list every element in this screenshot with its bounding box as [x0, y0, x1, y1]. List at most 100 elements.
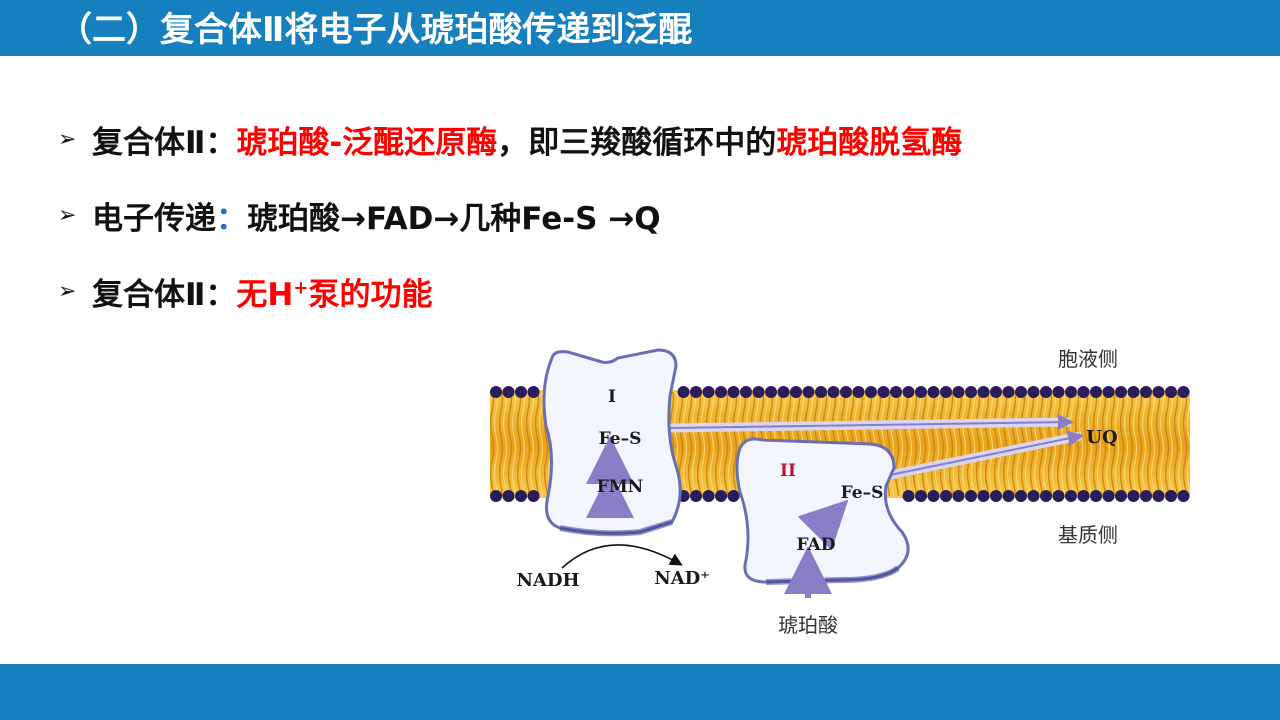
- bullet-label: 复合体Ⅱ：: [92, 124, 237, 161]
- lipid-head: [865, 386, 877, 398]
- lipid-head: [1040, 490, 1052, 502]
- lipid-head: [502, 490, 515, 502]
- lipid-head: [990, 490, 1002, 502]
- lipid-head: [727, 386, 740, 398]
- lipid-head: [677, 386, 690, 398]
- bullet-arrow-icon: ➢: [58, 278, 77, 304]
- lipid-head: [752, 386, 765, 398]
- lipid-head: [515, 490, 527, 502]
- lipid-head: [1115, 386, 1127, 398]
- lipid-head: [827, 386, 840, 398]
- complex-1-fes-label: Fe–S: [599, 429, 642, 449]
- lipid-head: [1090, 490, 1102, 502]
- matrix-side-label: 基质侧: [1058, 523, 1118, 547]
- complex-1-label: I: [608, 387, 616, 407]
- lipid-head: [1065, 386, 1077, 398]
- lipid-head: [802, 386, 815, 398]
- lipid-head: [952, 386, 965, 398]
- lipid-head: [1052, 386, 1065, 398]
- complex-1: I Fe–S FMN: [542, 348, 682, 537]
- lipid-head: [902, 490, 915, 502]
- nadh-label: NADH: [516, 570, 579, 591]
- lipid-head: [1077, 490, 1090, 502]
- electron-path-text: 琥珀酸→FAD→几种Fe-S →Q: [247, 200, 661, 237]
- electron-flow-arrows: [669, 414, 1084, 481]
- lipid-head: [715, 386, 727, 398]
- bullet-label: 电子传递: [92, 200, 216, 237]
- lipid-head: [1140, 490, 1152, 502]
- lipid-head: [515, 386, 527, 398]
- lipid-head: [1027, 386, 1040, 398]
- lipid-head: [852, 386, 865, 398]
- enzyme-alias: 琥珀酸脱氢酶: [776, 124, 963, 161]
- enzyme-name: 琥珀酸-泛醌还原酶: [236, 124, 498, 161]
- lipid-head: [1177, 386, 1190, 398]
- complex-2-protein: [735, 437, 910, 584]
- fad-label: FAD: [796, 535, 835, 555]
- complex-2-fes-label: Fe–S: [841, 483, 884, 503]
- complex-2-shadow: [765, 565, 900, 585]
- superscript-plus: +: [293, 277, 309, 299]
- footer-bar: [0, 664, 1280, 720]
- lipid-head: [902, 386, 915, 398]
- lipid-head: [840, 386, 852, 398]
- lipid-head: [527, 490, 540, 502]
- lipid-head: [690, 490, 702, 502]
- lipid-head: [1127, 386, 1140, 398]
- lipid-head: [1090, 386, 1102, 398]
- lipid-head: [940, 490, 952, 502]
- lipid-head: [815, 386, 827, 398]
- lipid-head: [990, 386, 1002, 398]
- lipid-head: [1102, 490, 1115, 502]
- lipid-head: [790, 386, 802, 398]
- lipid-head: [1165, 386, 1177, 398]
- bullet-proton-pump: ➢ 复合体Ⅱ： 无H+泵的功能: [58, 264, 962, 318]
- bullet-label: 复合体Ⅱ：: [92, 276, 237, 313]
- lipid-head: [1027, 490, 1040, 502]
- fmn-label: FMN: [597, 477, 643, 497]
- arrow-fad-up: [797, 499, 849, 551]
- complex-diagram: I Fe–S FMN II Fe–S FAD NADH NAD⁺ UQ 胞液侧 …: [490, 347, 1190, 637]
- lipid-head: [777, 386, 790, 398]
- lipid-head: [927, 490, 940, 502]
- lipid-head: [915, 386, 927, 398]
- lipid-head: [690, 386, 702, 398]
- no-proton-pump-text: 无H+泵的功能: [236, 269, 432, 314]
- uq-label: UQ: [1086, 427, 1117, 448]
- lipid-head: [1140, 386, 1152, 398]
- red-text-post: 泵的功能: [308, 276, 433, 313]
- lipid-head: [1152, 490, 1165, 502]
- lipid-head: [1127, 490, 1140, 502]
- lipid-head: [1040, 386, 1052, 398]
- red-text-pre: 无H: [236, 276, 294, 313]
- lipid-head: [1002, 386, 1015, 398]
- lipid-head: [965, 490, 977, 502]
- bullet-list: ➢ 复合体Ⅱ： 琥珀酸-泛醌还原酶 ，即三羧酸循环中的 琥珀酸脱氢酶 ➢ 电子传…: [58, 112, 962, 340]
- bullet-colon: ：: [216, 200, 247, 237]
- nadh-reaction-arrow: [561, 544, 683, 569]
- lipid-head: [1015, 490, 1027, 502]
- succinate-label: 琥珀酸: [778, 613, 838, 637]
- lipid-head: [740, 386, 752, 398]
- lipid-heads-top: [490, 386, 1190, 398]
- bullet-arrow-icon: ➢: [58, 126, 77, 152]
- complex-2: II Fe–S FAD: [735, 437, 910, 598]
- lipid-head: [1152, 386, 1165, 398]
- bullet-arrow-icon: ➢: [58, 202, 77, 228]
- lipid-head: [765, 386, 777, 398]
- lipid-head: [702, 490, 715, 502]
- lipid-head: [1115, 490, 1127, 502]
- lipid-head: [702, 386, 715, 398]
- lipid-head: [715, 490, 727, 502]
- lipid-head: [1165, 490, 1177, 502]
- lipid-head: [1065, 490, 1077, 502]
- arrow-complex1-to-uq: [669, 414, 1074, 431]
- lipid-head: [877, 386, 890, 398]
- cytosol-side-label: 胞液侧: [1058, 347, 1118, 371]
- slide-title: （二）复合体Ⅱ将电子从琥珀酸传递到泛醌: [58, 10, 693, 50]
- bullet-complex2-definition: ➢ 复合体Ⅱ： 琥珀酸-泛醌还原酶 ，即三羧酸循环中的 琥珀酸脱氢酶: [58, 112, 962, 166]
- lipid-head: [977, 386, 990, 398]
- complex-2-label: II: [780, 461, 796, 481]
- lipid-head: [1077, 386, 1090, 398]
- lipid-head: [890, 386, 902, 398]
